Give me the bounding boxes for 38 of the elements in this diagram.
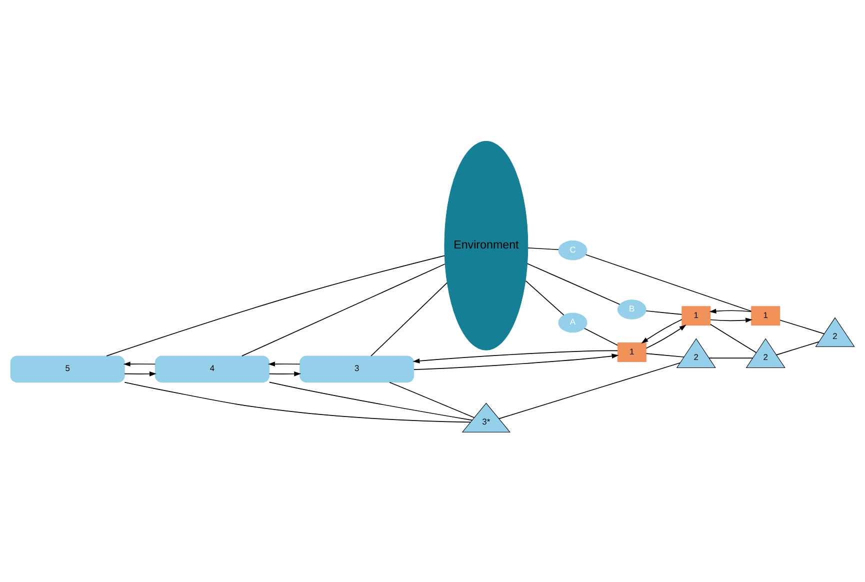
connector <box>708 357 753 358</box>
connector <box>646 352 684 357</box>
connector <box>776 340 820 355</box>
connector <box>389 381 475 418</box>
node-ellipse: B <box>617 299 646 319</box>
connector <box>585 254 752 311</box>
connector <box>525 280 564 316</box>
arrow <box>710 317 753 322</box>
arrow <box>641 318 682 343</box>
connector <box>106 254 445 356</box>
connector <box>584 327 618 346</box>
connector <box>498 362 680 419</box>
node-ellipse: Environment <box>444 140 528 350</box>
connector <box>710 323 757 353</box>
connector <box>370 282 448 356</box>
arrow <box>124 370 156 376</box>
arrow <box>268 361 300 366</box>
node-ellipse: A <box>558 312 588 332</box>
connector <box>242 263 446 356</box>
connector <box>124 381 471 422</box>
arrow <box>268 370 302 376</box>
connector <box>526 262 620 304</box>
node-box: 1 <box>617 342 646 362</box>
node-box: 5 <box>10 355 125 382</box>
connector <box>528 247 559 250</box>
node-box: 4 <box>154 355 270 382</box>
node-ellipse: C <box>558 240 588 260</box>
arrow <box>414 353 619 370</box>
connector <box>646 310 682 314</box>
node-box: 1 <box>751 306 780 326</box>
connector <box>780 319 825 334</box>
node-box: 3 <box>300 355 414 382</box>
arrow <box>412 350 618 363</box>
node-box: 1 <box>682 306 711 326</box>
connector <box>268 381 473 420</box>
arrow <box>709 308 752 314</box>
arrow <box>123 361 156 366</box>
arrow <box>646 324 686 348</box>
